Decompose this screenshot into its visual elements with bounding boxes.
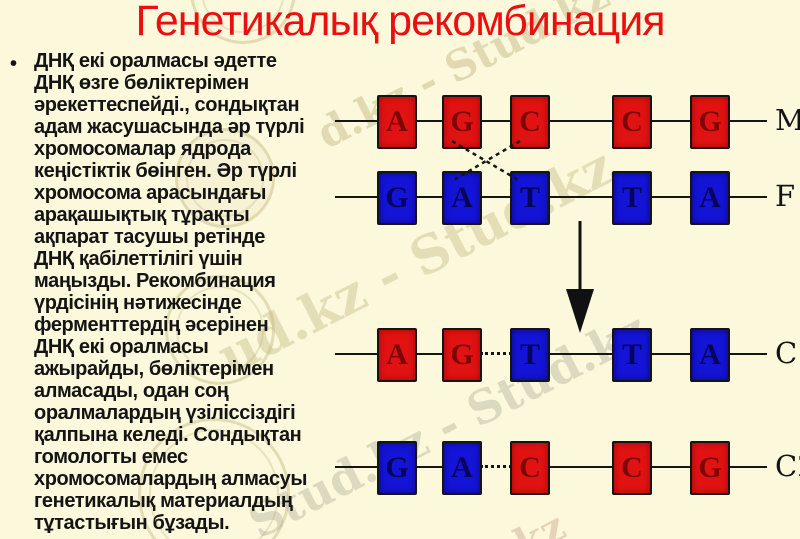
row-label-c1: C1 xyxy=(775,336,800,370)
nucleotide-letter: A xyxy=(386,105,408,138)
nucleotide-letter: G xyxy=(450,338,474,371)
nucleotide-letter: G xyxy=(385,451,409,484)
nucleotide-box: G xyxy=(377,441,417,495)
row-label-f: F xyxy=(775,179,796,213)
nucleotide-box: A xyxy=(690,328,730,382)
nucleotide-box: C xyxy=(510,441,550,495)
nucleotide-box: A xyxy=(377,328,417,382)
splice-dotted-line xyxy=(480,352,512,355)
nucleotide-box: G xyxy=(442,328,482,382)
down-arrow-icon xyxy=(566,221,594,333)
nucleotide-box: G xyxy=(690,95,730,149)
nucleotide-box: T xyxy=(612,328,652,382)
nucleotide-letter: T xyxy=(621,181,642,214)
nucleotide-letter: G xyxy=(450,105,474,138)
row-label-c2: C2 xyxy=(775,449,800,483)
nucleotide-letter: T xyxy=(621,338,642,371)
nucleotide-box: T xyxy=(510,328,550,382)
splice-dotted-line xyxy=(480,465,512,468)
strand-line xyxy=(335,120,767,122)
strand-line xyxy=(335,196,767,198)
chromosome-row-m: A G C C G M xyxy=(335,95,800,149)
chromosome-row-c2: G A C C G C2 xyxy=(335,441,800,495)
nucleotide-letter: C xyxy=(621,451,643,484)
nucleotide-letter: A xyxy=(451,451,473,484)
nucleotide-letter: A xyxy=(699,181,721,214)
nucleotide-box: A xyxy=(442,171,482,225)
nucleotide-box: G xyxy=(377,171,417,225)
nucleotide-letter: A xyxy=(451,181,473,214)
nucleotide-letter: A xyxy=(699,338,721,371)
chromosome-row-c1: A G T T A C1 xyxy=(335,328,800,382)
nucleotide-letter: T xyxy=(519,338,540,371)
nucleotide-letter: G xyxy=(698,105,722,138)
nucleotide-box: A xyxy=(690,171,730,225)
nucleotide-letter: C xyxy=(519,451,541,484)
nucleotide-box: G xyxy=(690,441,730,495)
nucleotide-letter: G xyxy=(385,181,409,214)
nucleotide-box: C xyxy=(510,95,550,149)
nucleotide-letter: T xyxy=(519,181,540,214)
nucleotide-box: T xyxy=(612,171,652,225)
nucleotide-letter: C xyxy=(621,105,643,138)
row-label-m: M xyxy=(775,103,800,137)
nucleotide-box: C xyxy=(612,441,652,495)
chromosome-row-f: G A T T A F xyxy=(335,171,800,225)
watermark-text: d.kz xyxy=(469,503,573,539)
nucleotide-box: G xyxy=(442,95,482,149)
bullet-marker: • xyxy=(10,53,18,75)
nucleotide-letter: C xyxy=(519,105,541,138)
nucleotide-letter: G xyxy=(698,451,722,484)
crossover-x-icon xyxy=(451,139,521,183)
body-paragraph: ДНҚ екі оралмасы әдетте ДНҚ өзге бөлікте… xyxy=(34,50,308,534)
nucleotide-box: A xyxy=(442,441,482,495)
nucleotide-box: C xyxy=(612,95,652,149)
slide-title: Генетикалық рекомбинация xyxy=(135,0,665,45)
nucleotide-box: A xyxy=(377,95,417,149)
nucleotide-letter: A xyxy=(386,338,408,371)
